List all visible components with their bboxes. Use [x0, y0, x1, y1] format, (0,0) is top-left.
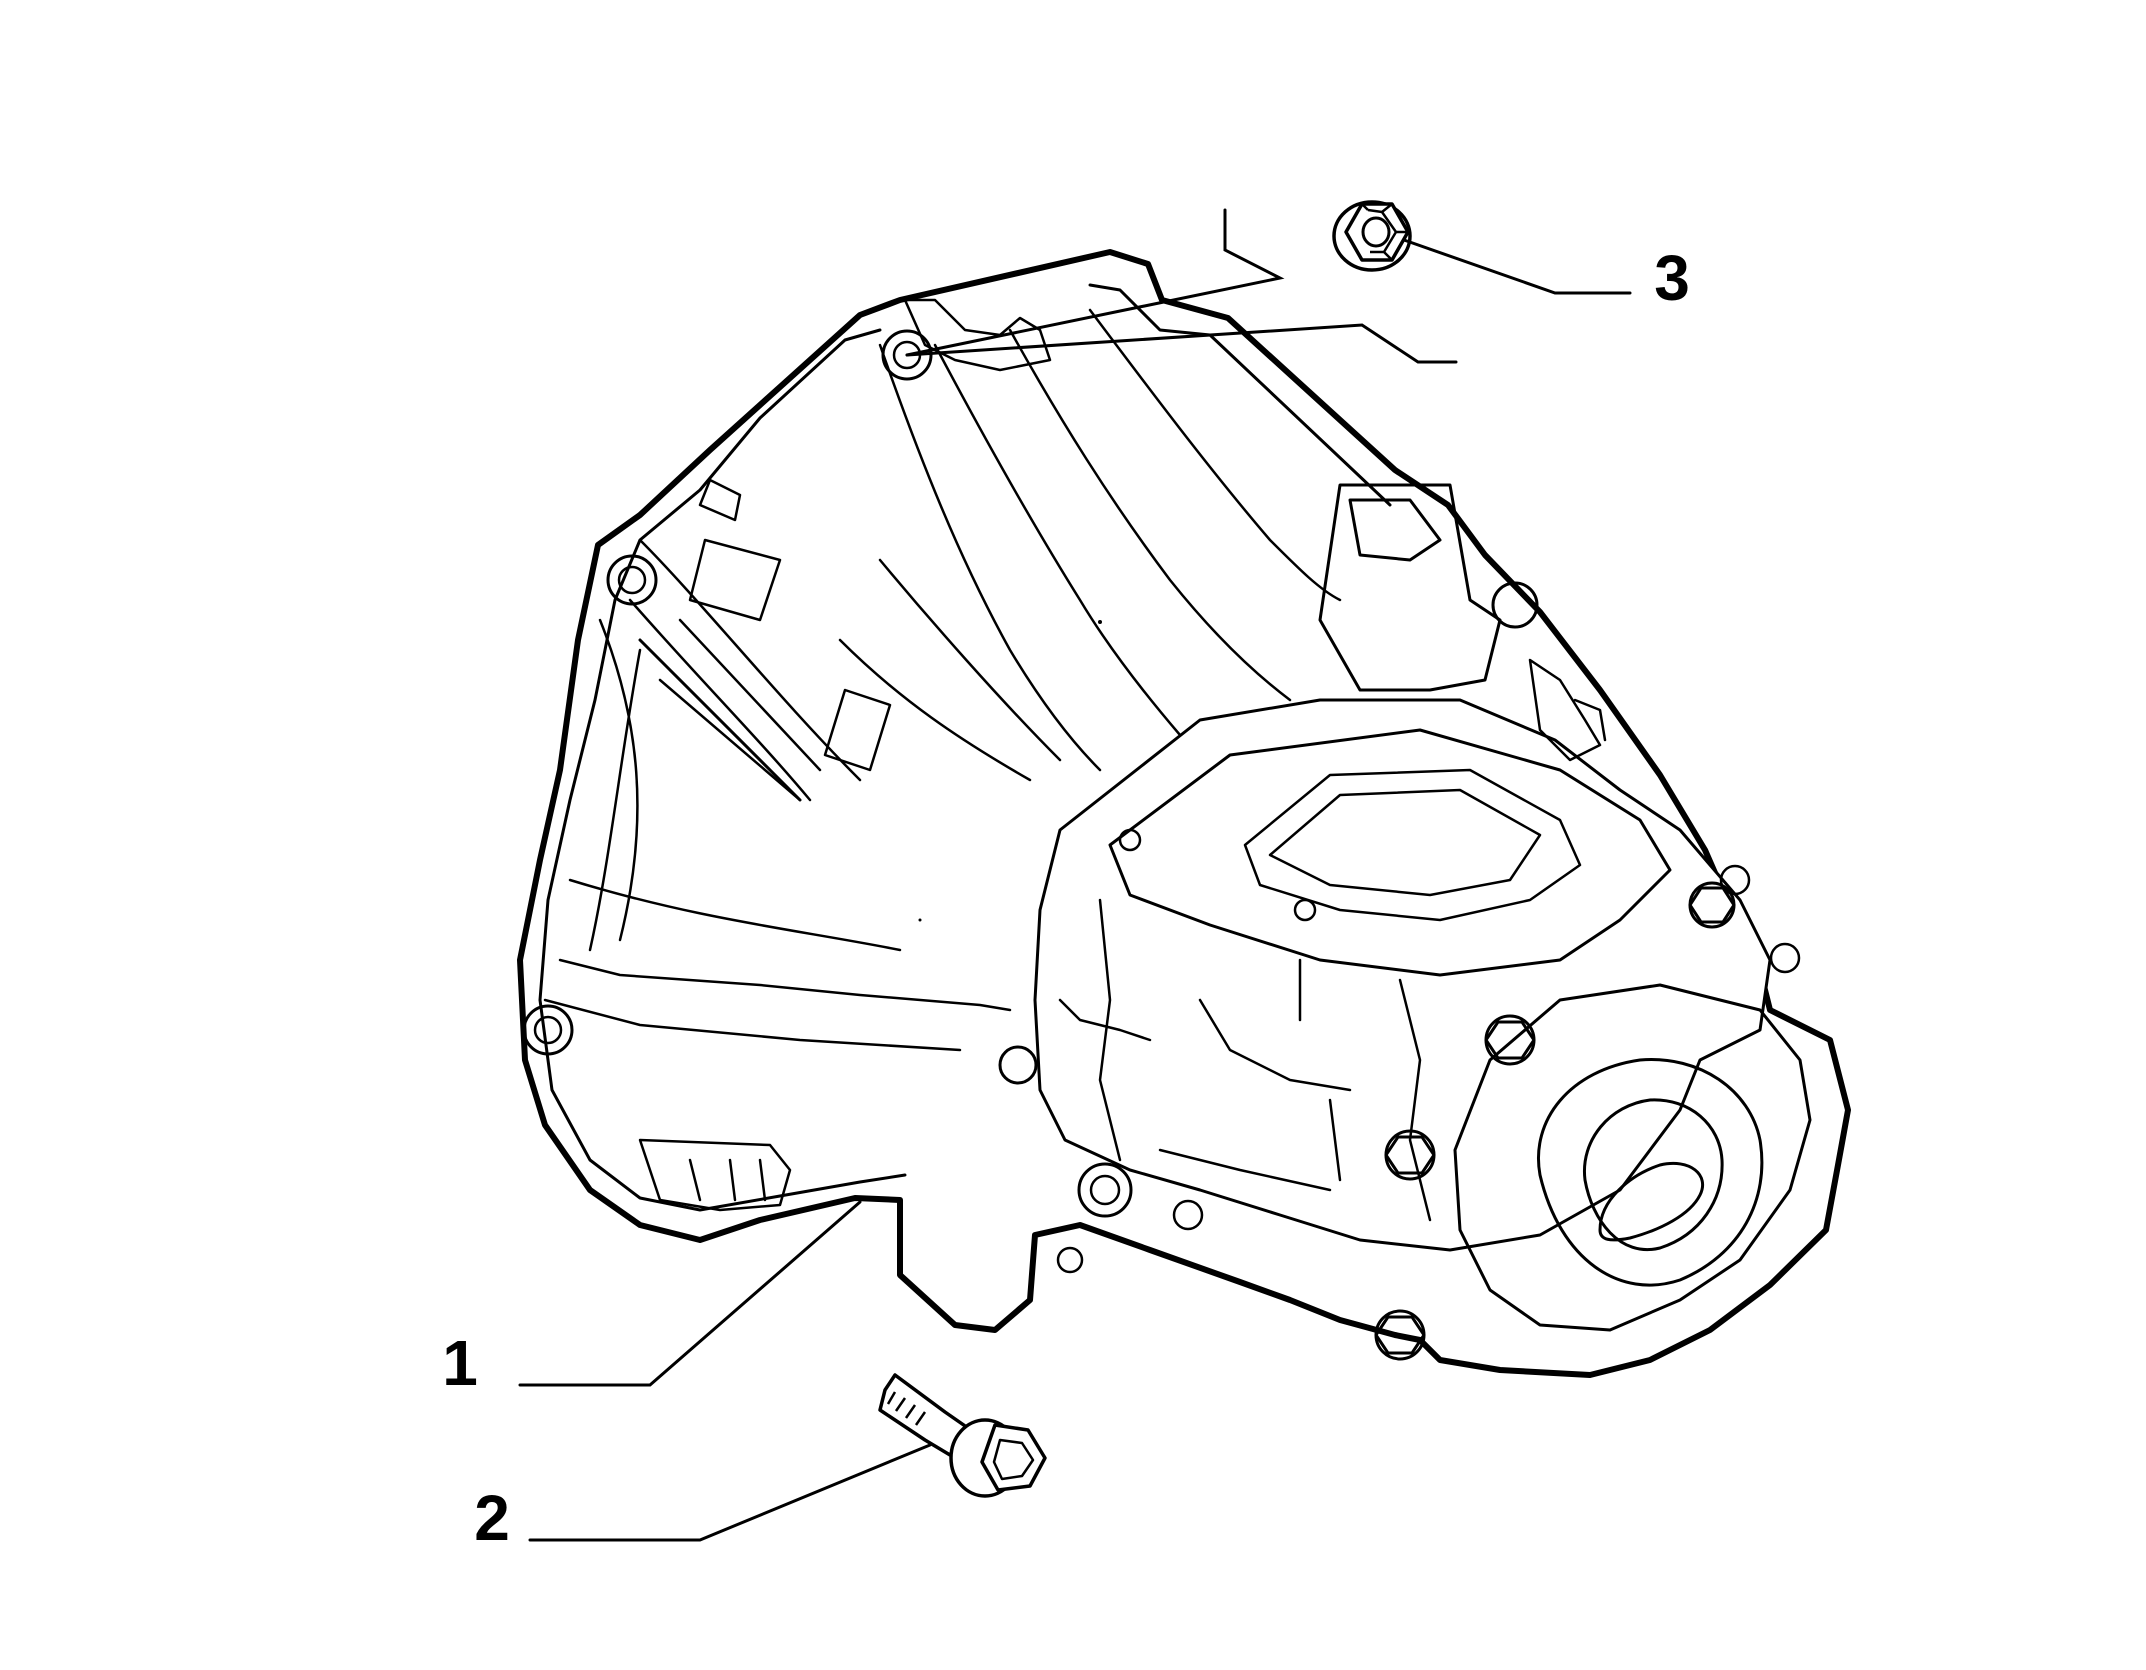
bell-bottom-rib — [543, 878, 1012, 1052]
bottom-tab-a — [638, 1138, 792, 1212]
gearbox-body — [1033, 698, 1772, 1252]
top-lug — [903, 298, 1052, 372]
lower-ear-hole — [522, 1004, 574, 1056]
bell-left-ribs — [588, 618, 822, 952]
bell-flange-inner — [538, 283, 1392, 1212]
flange-bolt[interactable] — [878, 1373, 1047, 1498]
upper-boss — [1318, 483, 1502, 692]
shaft-slot — [1598, 1162, 1704, 1242]
left-ear-hole — [606, 554, 658, 606]
housing-hole-b-inner — [1089, 1174, 1121, 1206]
leader-3 — [1402, 238, 1632, 295]
housing-hole-a — [998, 1045, 1038, 1085]
nut-thread-hole — [1361, 216, 1391, 248]
housing-hole-e — [1293, 898, 1317, 922]
shaft-housing-inner — [1582, 1098, 1724, 1252]
body-details — [1058, 898, 1432, 1222]
left-slot-a — [688, 538, 782, 622]
housing-hole-d — [1056, 1246, 1084, 1274]
leader-2 — [528, 1443, 932, 1542]
shaft-housing-ring — [1537, 1058, 1764, 1287]
body-bolt-b — [1384, 1129, 1436, 1181]
leader-lines — [518, 208, 1632, 1542]
housing-hole-f — [1118, 828, 1142, 852]
bolt-hex-edges — [992, 1438, 1035, 1481]
top-cover-inner — [1243, 768, 1582, 922]
left-slot-b — [823, 688, 892, 772]
left-diag-line — [638, 638, 802, 802]
bell-cone-line-c — [1088, 308, 1342, 602]
bell-cone-line-f — [838, 558, 1062, 782]
upper-boss-hole — [1491, 581, 1539, 629]
callout-label-2: 2 — [474, 1482, 510, 1554]
leader-top-b — [905, 323, 1458, 364]
right-cluster — [1528, 658, 1607, 762]
housing-hole-b — [1077, 1162, 1133, 1218]
left-slot-c — [698, 478, 742, 522]
lower-ear-hole-inner — [533, 1015, 563, 1045]
nut-hex-edges — [1361, 203, 1408, 261]
shaft-housing — [1453, 983, 1812, 1332]
callout-label-1: 1 — [442, 1327, 478, 1399]
housing-hole-c — [1172, 1199, 1204, 1231]
bolt-threads — [886, 1391, 927, 1426]
transmission-housing[interactable] — [517, 249, 1851, 1378]
bell-cone-line-d — [878, 343, 1102, 772]
left-ear-hole-inner — [617, 565, 647, 595]
body-bolt-c — [1374, 1309, 1426, 1361]
top-cover-plate — [1108, 728, 1672, 977]
body-boss-e — [1719, 864, 1751, 896]
top-cover-recess — [1268, 788, 1542, 897]
body-boss-f — [1769, 942, 1801, 974]
flange-nut[interactable] — [1332, 200, 1412, 272]
callout-label-3: 3 — [1654, 242, 1690, 314]
top-lug-hole — [881, 329, 933, 381]
leader-1 — [518, 1200, 862, 1387]
bolt-hex — [980, 1423, 1047, 1492]
leader-top-a — [905, 208, 1285, 357]
body-bolt-a — [1484, 1014, 1536, 1066]
bell-cone-line-b — [1008, 328, 1292, 702]
bell-cone-line-a — [933, 343, 1182, 737]
